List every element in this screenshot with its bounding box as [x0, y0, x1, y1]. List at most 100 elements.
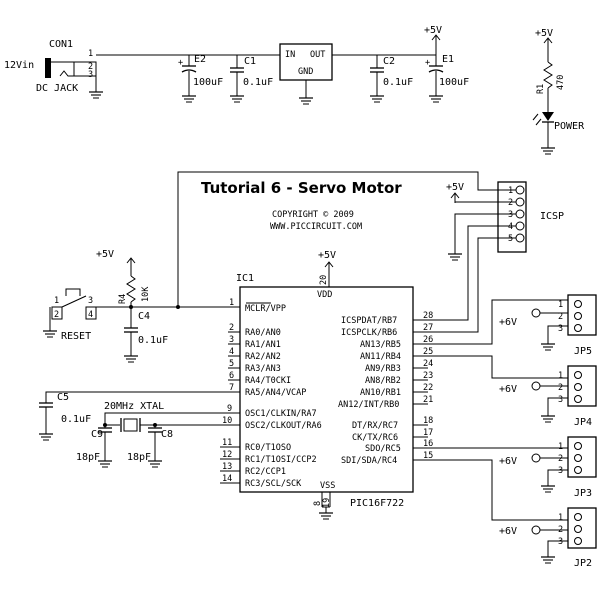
c8-value: 18pF [127, 452, 151, 463]
svg-text:2: 2 [558, 312, 563, 322]
c1-ref: C1 [244, 56, 256, 67]
svg-text:5: 5 [229, 359, 234, 369]
svg-text:24: 24 [423, 359, 433, 369]
servo-supply-label: +6V [499, 317, 517, 328]
svg-text:1: 1 [558, 513, 563, 523]
svg-text:2: 2 [54, 310, 59, 320]
svg-text:+: + [178, 58, 183, 68]
reset-rail-label: +5V [96, 249, 114, 260]
crystal-label: 20MHz XTAL [104, 401, 164, 412]
svg-text:22: 22 [423, 383, 433, 393]
svg-text:3: 3 [558, 395, 563, 405]
svg-text:3: 3 [558, 466, 563, 476]
svg-text:5: 5 [508, 234, 513, 244]
svg-text:27: 27 [423, 323, 433, 333]
svg-text:23: 23 [423, 371, 433, 381]
svg-text:RC0/T1OSO: RC0/T1OSO [245, 443, 291, 453]
svg-text:+: + [425, 58, 430, 68]
c8-ref: C8 [161, 429, 173, 440]
r4-ref: R4 [118, 294, 128, 304]
svg-text:21: 21 [423, 395, 433, 405]
svg-text:DT/RX/RC7: DT/RX/RC7 [352, 421, 398, 431]
ground-symbol [88, 85, 104, 99]
ic-ref: IC1 [236, 273, 254, 284]
svg-text:3: 3 [229, 335, 234, 345]
copyright-text: COPYRIGHT © 2009 [272, 210, 354, 220]
svg-text:CK/TX/RC6: CK/TX/RC6 [352, 433, 398, 443]
reset-switch [61, 295, 87, 308]
reg-in-label: IN [285, 50, 295, 60]
reset-label: RESET [61, 331, 91, 342]
oscillator-section: C5 0.1uF 20MHz XTAL C9 18pF C8 18pF [38, 391, 228, 468]
svg-text:RC1/T1OSI/CCP2: RC1/T1OSI/CCP2 [245, 455, 317, 465]
diagram-title: Tutorial 6 - Servo Motor [201, 179, 402, 197]
reg-out-label: OUT [310, 50, 325, 60]
svg-text:4: 4 [88, 310, 93, 320]
svg-text:SDO/RC5: SDO/RC5 [365, 444, 401, 454]
svg-text:OSC1/CLKIN/RA7: OSC1/CLKIN/RA7 [245, 409, 317, 419]
reg-gnd-label: GND [298, 67, 313, 77]
input-voltage-label: 12Vin [4, 60, 34, 71]
svg-text:RC2/CCP1: RC2/CCP1 [245, 467, 286, 477]
svg-text:RC3/SCL/SCK: RC3/SCL/SCK [245, 479, 302, 489]
svg-text:2: 2 [508, 198, 513, 208]
title-block: Tutorial 6 - Servo Motor COPYRIGHT © 200… [201, 179, 402, 232]
svg-text:11: 11 [222, 438, 232, 448]
svg-text:13: 13 [222, 462, 232, 472]
svg-text:AN13/RB5: AN13/RB5 [360, 340, 401, 350]
vdd-label: VDD [317, 290, 332, 300]
svg-text:3: 3 [558, 324, 563, 334]
svg-text:19: 19 [322, 498, 332, 508]
svg-text:16: 16 [423, 439, 433, 449]
icsp-rail-label: +5V [446, 182, 464, 193]
e1-value: 100uF [439, 77, 469, 88]
svg-text:SDI/SDA/RC4: SDI/SDA/RC4 [341, 456, 397, 466]
servo-connector-jp2: 1 2 3 +6V JP2 [499, 507, 597, 569]
svg-text:2: 2 [558, 454, 563, 464]
c9-ref: C9 [91, 429, 103, 440]
icsp-header [497, 181, 527, 253]
svg-text:1: 1 [558, 371, 563, 381]
svg-text:3: 3 [508, 210, 513, 220]
c2-value: 0.1uF [383, 77, 413, 88]
svg-text:26: 26 [423, 335, 433, 345]
ic-part: PIC16F722 [350, 498, 404, 509]
r4-resistor [126, 275, 136, 303]
c5-ref: C5 [57, 392, 69, 403]
svg-text:AN11/RB4: AN11/RB4 [360, 352, 401, 362]
svg-text:15: 15 [423, 451, 433, 461]
c2-ref: C2 [383, 56, 395, 67]
svg-text:17: 17 [423, 428, 433, 438]
c4-value: 0.1uF [138, 335, 168, 346]
svg-text:1: 1 [54, 296, 59, 306]
jp4-ref: JP4 [574, 417, 592, 428]
svg-text:2: 2 [88, 62, 93, 72]
servo-supply-label: +6V [499, 456, 517, 467]
supply-arrow-icon [543, 37, 553, 49]
svg-text:1: 1 [558, 442, 563, 452]
svg-text:4: 4 [229, 347, 234, 357]
ic-body [239, 286, 414, 493]
dc-jack-body [45, 58, 51, 78]
crystal-icon [123, 418, 138, 432]
servo-supply-label: +6V [499, 526, 517, 537]
servo-supply-label: +6V [499, 384, 517, 395]
r1-ref: R1 [536, 84, 546, 94]
e1-ref: E1 [442, 54, 454, 65]
svg-text:7: 7 [229, 383, 234, 393]
e2-value: 100uF [193, 77, 223, 88]
power-led-section: +5V R1 470 POWER [532, 28, 585, 155]
svg-text:1: 1 [508, 186, 513, 196]
svg-text:ICSPCLK/RB6: ICSPCLK/RB6 [341, 328, 397, 338]
svg-text:3: 3 [88, 70, 93, 80]
icsp-section: 1 2 3 4 5 ICSP +5V [177, 171, 564, 333]
supply-arrow-icon [126, 257, 136, 269]
con1-ref: CON1 [49, 39, 73, 50]
svg-text:ICSPDAT/RB7: ICSPDAT/RB7 [341, 316, 397, 326]
supply-arrow-icon [431, 34, 441, 46]
jp5-ref: JP5 [574, 346, 592, 357]
svg-text:14: 14 [222, 474, 232, 484]
output-rail-label: +5V [424, 25, 442, 36]
servo-connector-jp4: 1 2 3 +6V JP4 [499, 365, 597, 428]
